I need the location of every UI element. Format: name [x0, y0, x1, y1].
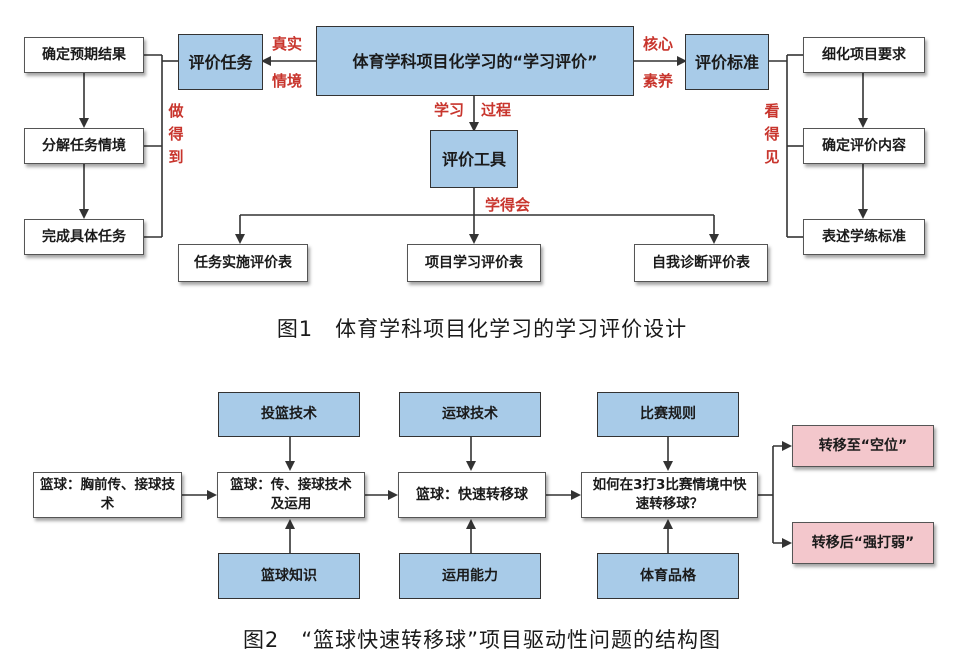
outcome-box: 转移至“空位” [792, 425, 934, 467]
left-step-label: 确定预期结果 [42, 46, 126, 63]
outcome-label: 转移后“强打弱” [811, 534, 915, 551]
top-input-box: 投篮技术 [218, 392, 360, 437]
stage3-box: 如何在3打3比赛情境中快速转移球？ [581, 472, 758, 518]
standard-hub-label: 评价标准 [694, 52, 759, 72]
bottom-input-label: 篮球知识 [261, 567, 317, 584]
label-visible: 看得见 [764, 102, 780, 166]
stage2-label: 篮球：快速转移球 [416, 486, 528, 503]
left-step-label: 完成具体任务 [42, 228, 126, 245]
bottom-input-label: 体育品格 [640, 567, 696, 584]
tool-box: 自我诊断评价表 [634, 244, 768, 282]
label-learning: 学习 [434, 101, 465, 119]
right-step-box: 表述学练标准 [803, 219, 925, 255]
task-hub-box: 评价任务 [178, 34, 263, 90]
figure1-caption: 图1 体育学科项目化学习的学习评价设计 [276, 317, 688, 341]
right-step-label: 细化项目要求 [822, 46, 906, 63]
right-step-box: 细化项目要求 [803, 37, 925, 73]
bottom-input-box: 篮球知识 [218, 553, 360, 599]
outcome-label: 转移至“空位” [818, 437, 908, 454]
left-step-box: 完成具体任务 [24, 219, 144, 255]
tool-hub-label: 评价工具 [441, 149, 506, 169]
stage2-box: 篮球：快速转移球 [398, 472, 546, 518]
center-title: 体育学科项目化学习的“学习评价” [352, 51, 598, 71]
top-input-label: 运球技术 [442, 406, 498, 422]
outcome-box: 转移后“强打弱” [792, 522, 934, 564]
figure2-caption: 图2 “篮球快速转移球”项目驱动性问题的结构图 [242, 628, 722, 652]
tool-hub-box: 评价工具 [430, 130, 518, 188]
left-step-box: 确定预期结果 [24, 37, 144, 73]
right-step-label: 表述学练标准 [822, 228, 906, 245]
label-real: 真实 [272, 35, 303, 53]
stage1-label: 篮球：传、接球技术及运用 [230, 477, 352, 512]
start-box: 篮球：胸前传、接球技术 [33, 472, 182, 518]
label-can-do: 做得到 [168, 102, 184, 166]
top-input-label: 投篮技术 [261, 406, 317, 422]
top-input-label: 比赛规则 [640, 406, 696, 422]
label-learned: 学得会 [485, 196, 531, 214]
start-label: 篮球：胸前传、接球技术 [40, 477, 175, 512]
label-literacy: 素养 [643, 72, 674, 90]
center-title-box: 体育学科项目化学习的“学习评价” [316, 26, 634, 96]
top-input-box: 运球技术 [399, 392, 541, 437]
label-core: 核心 [643, 35, 674, 53]
tool-label: 项目学习评价表 [425, 254, 523, 271]
right-step-box: 确定评价内容 [803, 128, 925, 164]
right-step-label: 确定评价内容 [822, 137, 906, 154]
left-step-label: 分解任务情境 [42, 137, 126, 154]
task-hub-label: 评价任务 [188, 52, 253, 72]
bottom-input-box: 体育品格 [597, 553, 739, 599]
standard-hub-box: 评价标准 [685, 34, 769, 90]
tool-label: 自我诊断评价表 [652, 254, 750, 271]
label-situation: 情境 [272, 72, 303, 90]
left-step-box: 分解任务情境 [24, 128, 144, 164]
top-input-box: 比赛规则 [597, 392, 739, 437]
bottom-input-label: 运用能力 [442, 567, 498, 584]
stage3-label: 如何在3打3比赛情境中快速转移球？ [592, 477, 747, 512]
tool-box: 项目学习评价表 [407, 244, 541, 282]
tool-box: 任务实施评价表 [178, 244, 308, 282]
label-process: 过程 [481, 101, 512, 119]
stage1-box: 篮球：传、接球技术及运用 [217, 472, 365, 518]
bottom-input-box: 运用能力 [399, 553, 541, 599]
tool-label: 任务实施评价表 [194, 254, 292, 271]
